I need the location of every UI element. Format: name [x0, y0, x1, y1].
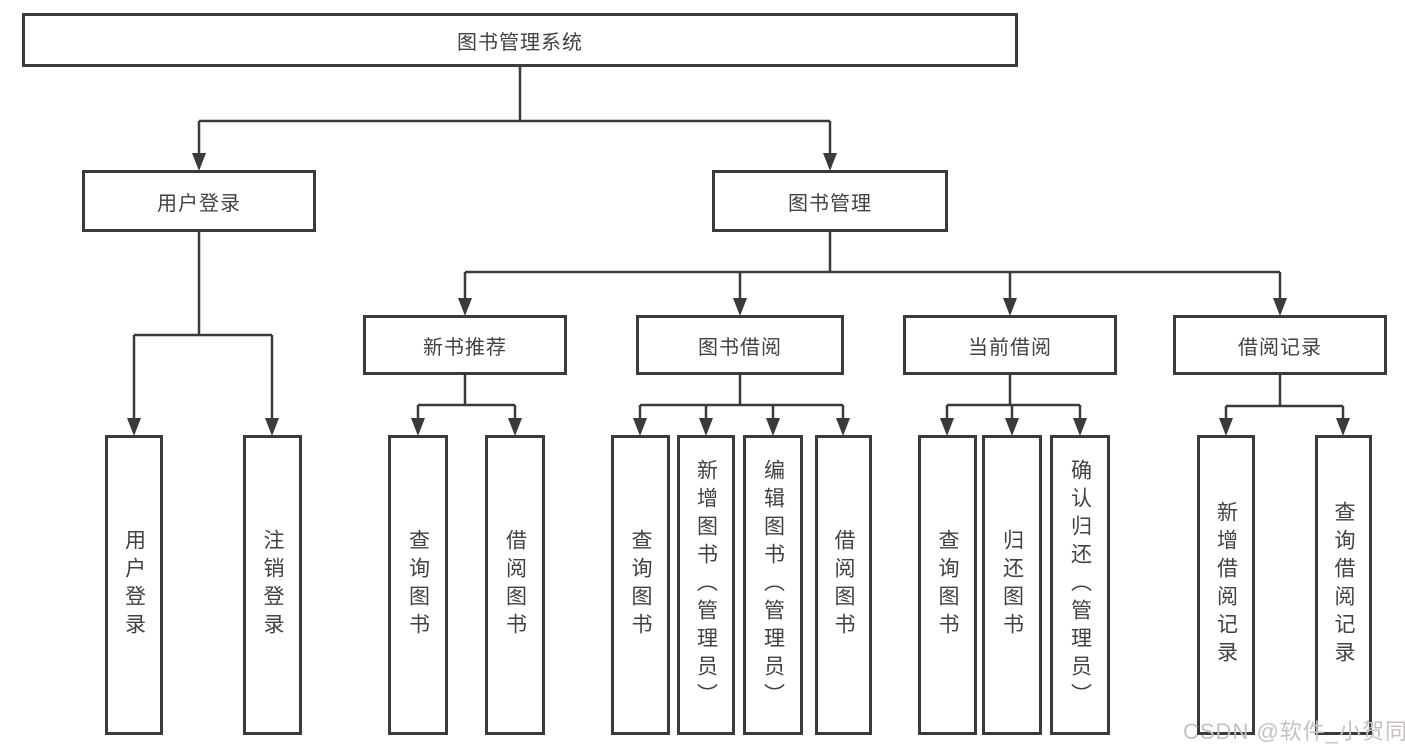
leaf-label: 编辑图书（管理员）: [761, 459, 785, 711]
node-current-borrowing: 当前借阅: [903, 315, 1117, 375]
node-label: 图书借阅: [698, 336, 782, 359]
leaf-query-books-borrowing: 查询图书: [611, 435, 670, 735]
leaf-label: 查询借阅记录: [1332, 501, 1355, 669]
leaf-user-login: 用户登录: [105, 435, 163, 735]
leaf-label: 确认归还（管理员）: [1068, 459, 1092, 711]
arrowhead-icon: [1073, 418, 1087, 436]
leaf-query-borrow-record: 查询借阅记录: [1315, 435, 1372, 735]
node-new-book-recommendation: 新书推荐: [363, 315, 567, 375]
node-label: 借阅记录: [1238, 336, 1322, 359]
leaf-label: 注销登录: [261, 529, 284, 641]
arrowhead-icon: [1273, 298, 1287, 316]
leaf-add-borrow-record: 新增借阅记录: [1197, 435, 1255, 735]
leaf-edit-books-admin: 编辑图书（管理员）: [743, 435, 803, 735]
leaf-logout: 注销登录: [243, 435, 302, 735]
arrowhead-icon: [1005, 418, 1019, 436]
leaf-query-books-recommend: 查询图书: [388, 435, 448, 735]
leaf-borrow-books-recommend: 借阅图书: [485, 435, 545, 735]
leaf-label: 新增图书（管理员）: [694, 459, 718, 711]
arrowhead-icon: [1336, 418, 1350, 436]
leaf-label: 用户登录: [122, 529, 146, 641]
node-label: 当前借阅: [968, 336, 1052, 359]
node-borrowing-records: 借阅记录: [1173, 315, 1387, 375]
arrowhead-icon: [940, 418, 954, 436]
leaf-return-books: 归还图书: [982, 435, 1042, 735]
node-book-borrowing: 图书借阅: [636, 315, 844, 375]
leaf-query-books-current: 查询图书: [918, 435, 977, 735]
arrowhead-icon: [766, 418, 780, 436]
node-user-login: 用户登录: [82, 170, 316, 232]
arrowhead-icon: [699, 418, 713, 436]
leaf-confirm-return-admin: 确认归还（管理员）: [1050, 435, 1110, 735]
node-book-management: 图书管理: [712, 170, 948, 232]
arrowhead-icon: [1219, 418, 1233, 436]
leaf-add-books-admin: 新增图书（管理员）: [677, 435, 735, 735]
arrowhead-icon: [265, 418, 279, 436]
leaf-label: 新增借阅记录: [1214, 501, 1238, 669]
arrowhead-icon: [508, 418, 522, 436]
arrowhead-icon: [458, 298, 472, 316]
node-library-management-system: 图书管理系统: [22, 13, 1018, 67]
node-label: 图书管理系统: [457, 31, 583, 54]
node-label: 图书管理: [788, 192, 872, 215]
arrowhead-icon: [192, 153, 206, 171]
arrowhead-icon: [127, 418, 141, 436]
leaf-label: 查询图书: [629, 529, 652, 641]
arrowhead-icon: [633, 418, 647, 436]
leaf-label: 查询图书: [936, 529, 959, 641]
leaf-label: 查询图书: [406, 529, 430, 641]
watermark-text: CSDN @软件_小贺同学: [1183, 719, 1405, 744]
arrowhead-icon: [1003, 298, 1017, 316]
arrowhead-icon: [823, 153, 837, 171]
node-label: 新书推荐: [423, 336, 507, 359]
arrowhead-icon: [411, 418, 425, 436]
arrowhead-icon: [836, 418, 850, 436]
node-label: 用户登录: [157, 192, 241, 215]
leaf-label: 归还图书: [1000, 529, 1024, 641]
arrowhead-icon: [733, 298, 747, 316]
leaf-borrow-books-borrowing: 借阅图书: [815, 435, 872, 735]
leaf-label: 借阅图书: [503, 529, 527, 641]
leaf-label: 借阅图书: [832, 529, 855, 641]
